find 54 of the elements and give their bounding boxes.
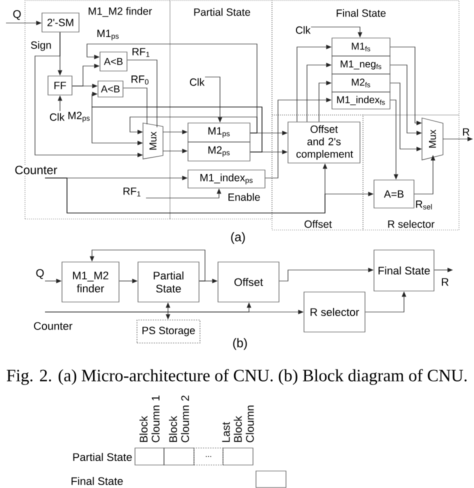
signal-label: Q [35, 268, 45, 280]
edge-label: R$_{sel}$ [414, 200, 434, 210]
register-box: M2$_{ps}$ [188, 142, 250, 162]
comparator-box: A<B [100, 52, 128, 72]
column-header: Block Cloumn 1 [139, 396, 160, 442]
block-box: Offset [218, 262, 280, 302]
register-box: M2$_{fs}$ [332, 74, 390, 92]
connector-line [123, 88, 148, 124]
signal-label: Q [12, 10, 22, 20]
signal-label: R [440, 278, 450, 286]
table-cell: ... [194, 448, 224, 466]
signal-label: RF$_{1}$ [122, 187, 142, 197]
comparator-box: A<B [98, 80, 124, 98]
signal-label: Counter [14, 165, 58, 175]
register-box: M1$_{ps}$ [188, 122, 250, 142]
signal-label: Counter [32, 322, 74, 330]
row-label: Partial State [73, 452, 132, 462]
register-box: M1$_{fs}$ [332, 38, 390, 56]
table-cell [256, 470, 286, 488]
table-cell [134, 448, 164, 466]
arrow [130, 116, 258, 134]
subfigure-label: (b) [233, 338, 247, 350]
dashed-box: PS Storage [136, 320, 200, 344]
block-box: Partial State [138, 262, 200, 302]
block-box: M1_M2 finder [62, 262, 120, 302]
row-label: Final State [72, 476, 123, 486]
signal-label: Clk [48, 112, 66, 122]
edge-label: M2$_{ps}$ [67, 111, 91, 123]
table-cell [222, 448, 254, 466]
edge-label: Enable [227, 192, 261, 202]
edge-label: RF$_{0}$ [130, 75, 150, 85]
figure-caption: Fig. 2. (a) Micro-architecture of CNU. (b) Block diagram of CNU. [6, 369, 467, 385]
signal-label: R [462, 128, 470, 136]
column-header: Block Cloumn 2 [168, 396, 190, 442]
block-box: R selector [304, 292, 366, 332]
process-box: Offset and 2's complement [288, 122, 360, 164]
arrow [90, 250, 206, 282]
table-cell [164, 448, 194, 466]
block-box: Final State [374, 250, 434, 292]
connector-line [127, 60, 158, 128]
comparator-box: A=B [374, 180, 414, 208]
arrow [92, 106, 262, 152]
edge-label: Sign [30, 40, 52, 52]
signal-label: Clk [294, 26, 312, 34]
converter-box: 2'-SM [42, 12, 80, 32]
column-header: Last Block Cloumn [222, 406, 254, 442]
register-box: M1_index$_{fs}$ [332, 92, 390, 110]
edge-label: M1$_{ps}$ [96, 29, 120, 41]
register-box: M1_neg$_{fs}$ [332, 56, 390, 74]
subfigure-label: (a) [231, 232, 245, 244]
register-box: M1_index$_{ps}$ [188, 170, 266, 188]
flip-flop-box: FF [48, 76, 72, 96]
signal-label: Clk [188, 78, 206, 86]
edge-label: RF$_{1}$ [131, 48, 151, 58]
